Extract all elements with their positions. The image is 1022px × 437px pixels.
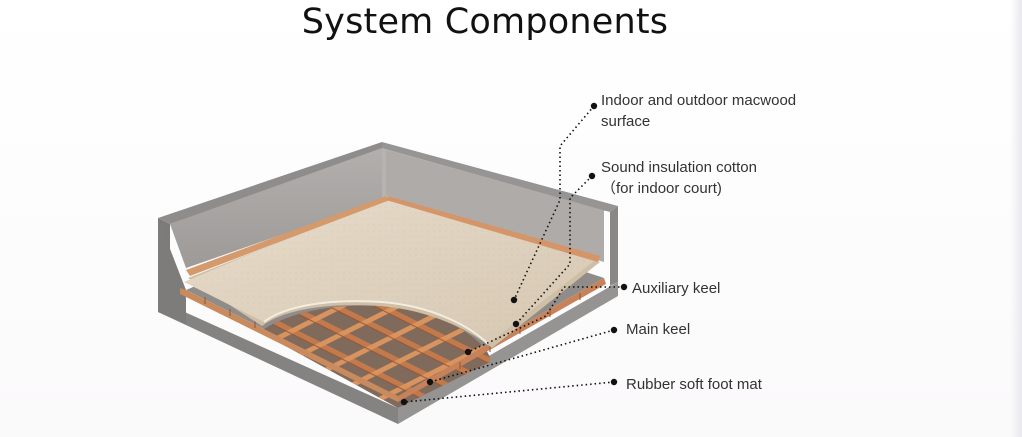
label-insulation: Sound insulation cotton （for indoor cour… [601,157,757,199]
label-surface-line1: Indoor and outdoor macwood [601,92,797,109]
label-surface: Indoor and outdoor macwood surface [601,90,796,132]
slide-edge-shadow [1010,0,1022,437]
page-title: System Components [301,2,669,42]
label-main-keel: Main keel [626,321,691,338]
label-surface-line2: surface [601,113,651,130]
label-rubber-foot-mat: Rubber soft foot mat [626,376,762,393]
label-auxiliary-keel: Auxiliary keel [632,280,721,297]
leader-lines [403,105,624,403]
label-insulation-line1: Sound insulation cotton [601,159,757,176]
label-insulation-line2: （for indoor court) [601,180,722,197]
leader-dots [400,102,628,406]
